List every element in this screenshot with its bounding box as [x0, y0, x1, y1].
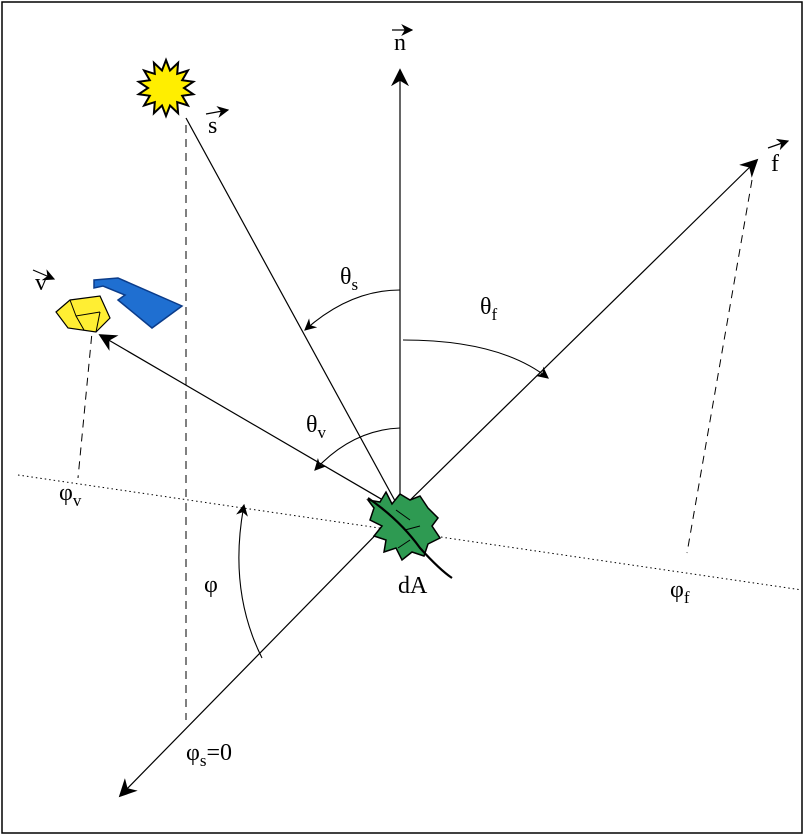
svg-text:φv: φv	[59, 480, 82, 510]
sun-vector-s	[185, 117, 401, 511]
theta-f-arc	[402, 339, 549, 379]
theta-v-arc	[314, 427, 401, 471]
svg-text:φ: φ	[204, 572, 218, 598]
svg-text:θv: θv	[306, 412, 327, 442]
satellite-icon	[55, 277, 184, 333]
phi-arc	[236, 503, 263, 659]
leaf-icon	[366, 490, 453, 579]
label-theta-f: θf	[480, 294, 498, 324]
label-n: n	[392, 24, 414, 56]
forward-projection-line	[686, 179, 753, 554]
label-f: f	[767, 138, 790, 177]
label-phi-f: φf	[670, 577, 690, 607]
label-theta-v: θv	[306, 412, 327, 442]
label-theta-s: θs	[340, 264, 358, 294]
svg-text:f: f	[771, 151, 779, 177]
svg-text:dA: dA	[398, 573, 428, 599]
view-vector-v	[98, 334, 401, 511]
label-phi-s-zero: φs=0	[186, 740, 232, 770]
svg-text:θf: θf	[480, 294, 498, 324]
label-dA: dA	[398, 573, 428, 599]
forward-vector-f	[399, 158, 759, 511]
label-v: v	[32, 269, 56, 296]
label-phi: φ	[204, 572, 218, 598]
svg-text:φf: φf	[670, 577, 690, 607]
svg-text:s: s	[208, 113, 217, 139]
view-projection-line	[77, 321, 94, 479]
svg-text:φs=0: φs=0	[186, 740, 232, 770]
label-s: s	[205, 106, 230, 139]
label-phi-v: φv	[59, 480, 82, 510]
theta-s-arc	[304, 289, 401, 331]
sun-icon	[135, 57, 197, 119]
svg-text:θs: θs	[340, 264, 358, 294]
svg-text:n: n	[394, 30, 406, 56]
